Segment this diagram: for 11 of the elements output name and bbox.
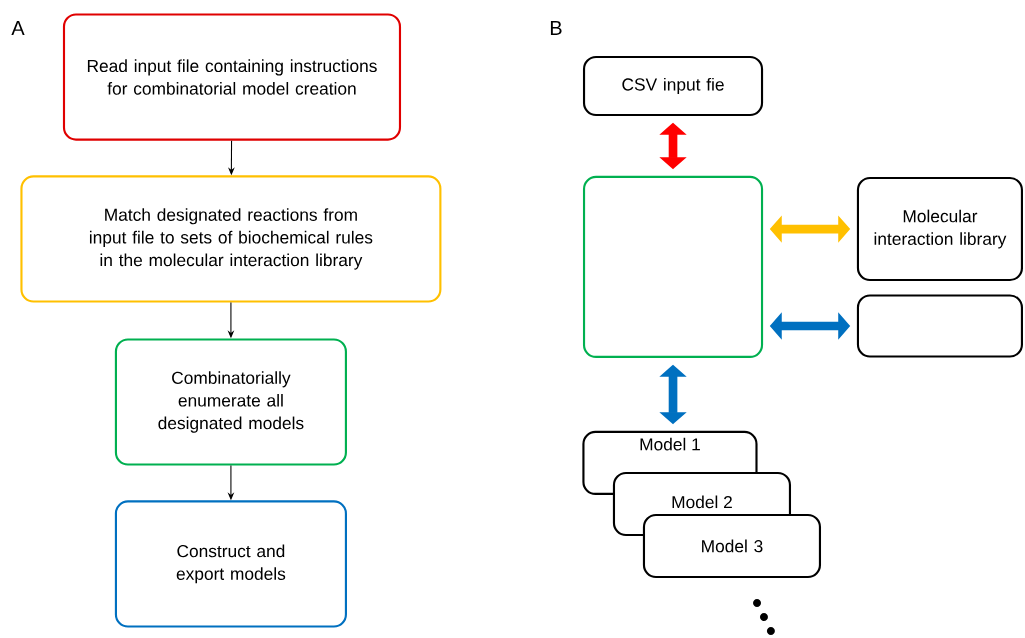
box (582, 175, 764, 358)
process-box: Match designated reactions from input file to sets of biochemical rules in the molecular interaction library (20, 175, 442, 303)
process-box: Construct and export models (114, 500, 347, 628)
process-box: Combinatorially enumerate all designated models (114, 338, 347, 466)
model-box: Model 3 (642, 513, 822, 579)
panel-letter: A (11, 21, 25, 35)
box: Molecular interaction library (856, 177, 1023, 282)
box: CSV input fie (582, 55, 764, 117)
box (856, 294, 1023, 358)
panel-letter: B (550, 21, 562, 35)
process-box: Read input file containing instructions for combinatorial model creation (62, 13, 402, 141)
